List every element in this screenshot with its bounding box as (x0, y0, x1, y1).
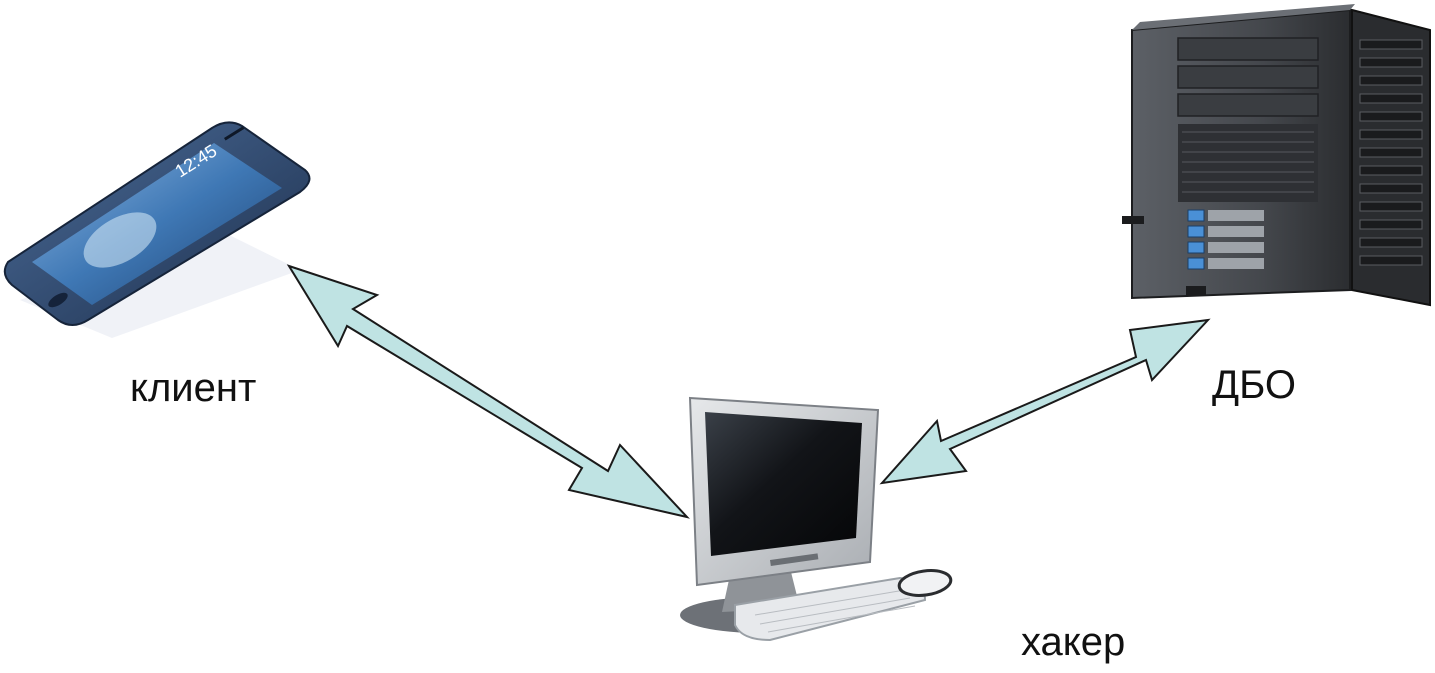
dbo-label: ДБО (1212, 365, 1296, 405)
desktop-computer-icon (680, 398, 952, 640)
client-label: клиент (130, 368, 256, 408)
server-tower-icon (1122, 4, 1430, 305)
hacker-label: хакер (1021, 622, 1125, 662)
smartphone-icon: 12:45 (5, 122, 310, 338)
arrow-hacker-dbo (882, 320, 1208, 483)
arrow-client-hacker (289, 266, 687, 517)
